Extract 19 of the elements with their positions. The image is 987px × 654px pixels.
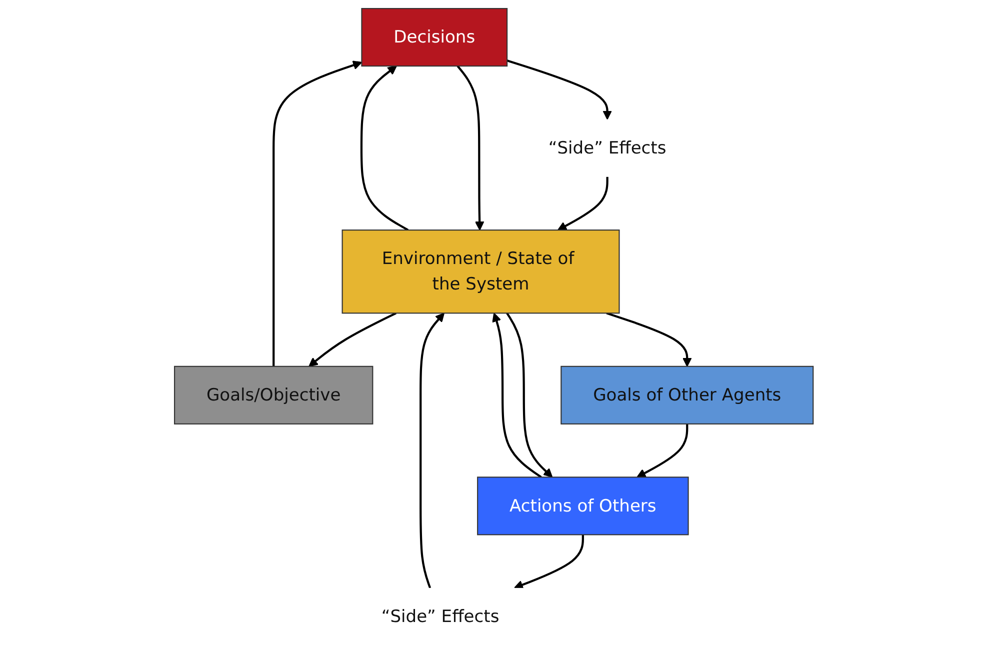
arrow — [492, 312, 542, 478]
arrow — [272, 60, 362, 366]
arrow — [506, 312, 552, 478]
arrow — [514, 534, 584, 590]
node-box: Goals of Other Agents — [560, 366, 814, 424]
arrow — [360, 66, 408, 231]
arrow — [308, 312, 396, 367]
arrow — [557, 176, 608, 230]
node-text: “Side” Effects — [548, 137, 666, 158]
node-box: Goals/Objective — [174, 366, 373, 424]
node-box: Decisions — [360, 8, 508, 67]
node-box: Environment / State of the System — [341, 230, 620, 314]
arrow — [606, 312, 692, 367]
arrow — [506, 60, 612, 120]
node-text: “Side” Effects — [381, 606, 499, 626]
arrow — [456, 65, 484, 230]
arrow — [636, 424, 688, 478]
arrow — [419, 312, 444, 588]
node-box: Actions of Others — [476, 476, 688, 536]
